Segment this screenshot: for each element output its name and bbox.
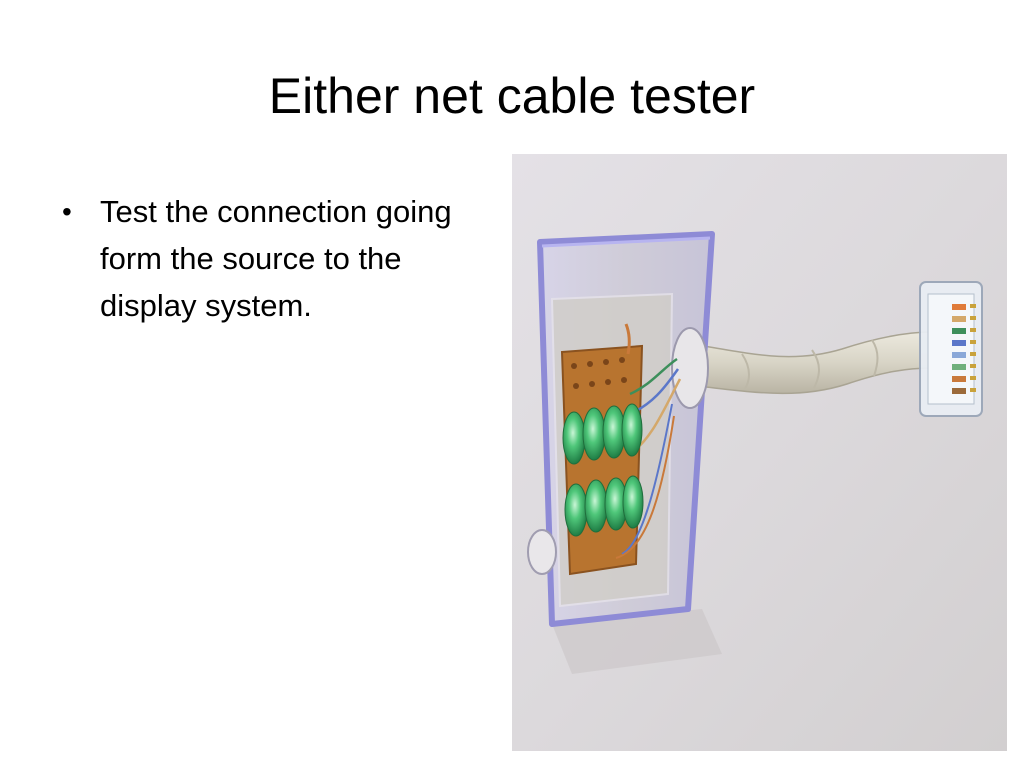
bullet-list: • Test the connection going form the sou… xyxy=(60,188,480,329)
bullet-item: • Test the connection going form the sou… xyxy=(60,188,480,329)
bullet-marker: • xyxy=(62,196,72,227)
network-cable-tester-icon xyxy=(512,154,1007,751)
slide-title: Either net cable tester xyxy=(268,68,756,124)
bullet-text: Test the connection going form the sourc… xyxy=(100,194,452,323)
cable-tester-photo xyxy=(512,154,1007,751)
